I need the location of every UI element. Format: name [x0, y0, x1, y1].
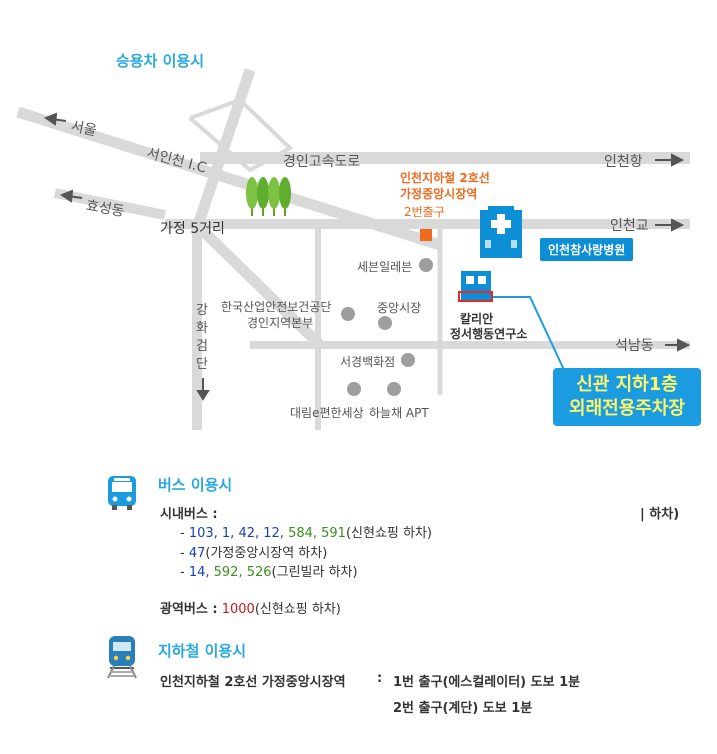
- callian-label-1: 칼리안: [460, 312, 494, 326]
- subway-station-label-1: 인천지하철 2호선: [400, 171, 490, 185]
- seogyeong-dot: [401, 353, 415, 367]
- bus-line3-prefix: -: [180, 565, 189, 580]
- expressway-label: 경인고속도로: [283, 154, 361, 170]
- incheon-bridge-label: 인천교: [610, 218, 649, 234]
- bus-icon: [108, 476, 136, 510]
- daelim-label: 대림e편한세상: [290, 406, 364, 420]
- route-map: [16, 68, 691, 430]
- bus-route-line-3: - 14, 592, 526(그린빌라 하차): [180, 561, 358, 580]
- bus-line3-green: 592, 526: [213, 565, 272, 580]
- seven-eleven-label: 세븐일레븐: [357, 260, 413, 274]
- seven-eleven-dot: [419, 258, 433, 272]
- bus-line2-blue: 47: [188, 546, 206, 561]
- subway-exit-2: 2번 출구(계단) 도보 1분: [393, 701, 533, 716]
- hospital-label: 인천참사랑병원: [540, 238, 634, 261]
- gangwha-road-label: 강화검단: [196, 303, 208, 372]
- wide-bus-line: 광역버스 : 1000(신현쇼핑 하차): [160, 598, 341, 617]
- bus-route-line-2: - 47(가정중앙시장역 하차): [180, 542, 327, 561]
- central-market-dot: [378, 316, 392, 330]
- bus-section-title: 버스 이용시: [158, 476, 233, 494]
- bus-line3-blue: 14,: [188, 565, 214, 580]
- seoknam-label: 석남동: [615, 338, 654, 354]
- subway-section-title: 지하철 이용시: [158, 642, 247, 660]
- seogyeong-label: 서경백화점: [340, 355, 396, 369]
- callian-label-2: 정서행동연구소: [450, 327, 528, 341]
- bus-line1-blue: 103, 1, 42, 12,: [188, 526, 289, 541]
- callian-building-icon: [458, 271, 493, 302]
- gajeong-5-label: 가정 5거리: [160, 221, 225, 237]
- subway-station-name: 인천지하철 2호선 가정중앙시장역: [160, 675, 346, 690]
- wide-bus-number: 1000: [221, 602, 255, 617]
- subway-exit-1: 1번 출구(에스컬레이터) 도보 1분: [393, 675, 581, 690]
- subway-exit-marker: [420, 229, 432, 241]
- bus-line2-suffix: (가정중앙시장역 하차): [205, 546, 328, 561]
- tree-icon-group: [246, 177, 291, 216]
- bus-route-line-1: - 103, 1, 42, 12, 584, 591(신현쇼핑 하차): [180, 522, 432, 541]
- bus-line1-green: 584, 591: [288, 526, 346, 541]
- wide-bus-label: 광역버스 :: [160, 602, 218, 617]
- central-market-label: 중앙시장: [377, 301, 422, 315]
- kosha-label-2: 경인지역본부: [247, 316, 314, 330]
- haneulchae-label: 하늘채 APT: [369, 406, 429, 420]
- incheon-port-label: 인천항: [604, 154, 643, 170]
- subway-station-label-2: 가정중앙시장역: [400, 187, 478, 201]
- bus-line1-suffix: (신현쇼핑 하차): [345, 526, 432, 541]
- hospital-building-icon: [480, 206, 522, 258]
- parking-callout-line2: 외래전용주차장: [569, 398, 685, 419]
- subway-train-icon: [107, 636, 137, 679]
- parking-callout-line1: 신관 지하1층: [576, 374, 678, 395]
- haneulchae-dot: [387, 382, 401, 396]
- kosha-dot: [341, 307, 355, 321]
- bus-line1-prefix: -: [180, 526, 189, 541]
- subway-colon: :: [377, 671, 383, 686]
- subway-exit-label: 2번출구: [404, 205, 445, 219]
- bus-line3-suffix: (그린빌라 하차): [271, 565, 358, 580]
- car-section-title: 승용차 이용시: [116, 52, 205, 70]
- parking-callout: 신관 지하1층 외래전용주차장: [553, 368, 701, 426]
- wide-bus-suffix: (신현쇼핑 하차): [254, 602, 341, 617]
- bus-right-note: | 하차): [640, 507, 680, 522]
- daelim-dot: [347, 382, 361, 396]
- bus-line2-prefix: -: [180, 546, 189, 561]
- kosha-label-1: 한국산업안전보건공단: [221, 300, 332, 314]
- city-bus-label: 시내버스 :: [160, 507, 218, 522]
